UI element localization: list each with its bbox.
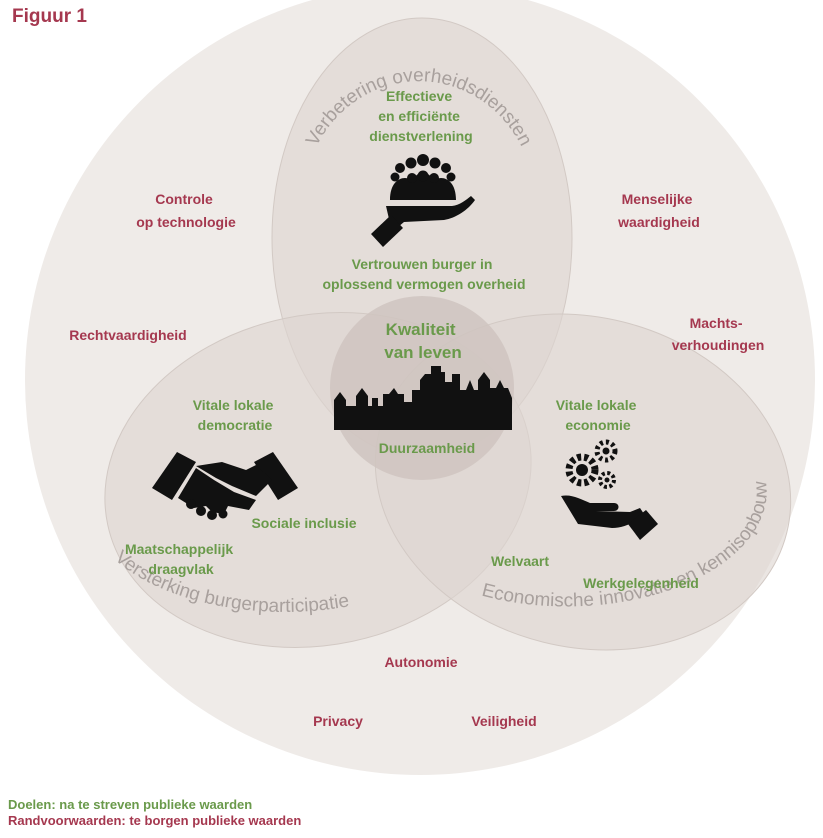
figure-title: Figuur 1 [12, 6, 87, 27]
legend-conditions: Randvoorwaarden: te borgen publieke waar… [8, 813, 302, 828]
city-skyline-icon [334, 366, 512, 430]
value-privacy: Privacy [313, 713, 363, 729]
value-machtsverhoudingen: Machts- verhoudingen [672, 315, 765, 353]
value-rechtvaardigheid: Rechtvaardigheid [69, 327, 186, 343]
goal-werkgelegenheid: Werkgelegenheid [583, 575, 699, 591]
legend: Doelen: na te streven publieke waarden R… [8, 797, 301, 829]
value-controle-op-technologie: Controle op technologie [136, 191, 236, 230]
people-on-hand-icon [371, 154, 475, 247]
value-veiligheid: Veiligheid [471, 713, 536, 729]
goal-welvaart: Welvaart [491, 553, 549, 569]
gears-on-hand-icon [561, 439, 658, 540]
center-duurzaamheid: Duurzaamheid [379, 440, 475, 456]
legend-goals: Doelen: na te streven publieke waarden [8, 797, 253, 812]
value-menselijke-waardigheid: Menselijke waardigheid [617, 191, 700, 230]
center-kwaliteit-van-leven: Kwaliteit van leven [384, 320, 462, 362]
goal-maatschappelijk-draagvlak: Maatschappelijk draagvlak [125, 541, 237, 577]
goal-vertrouwen-burger: Vertrouwen burger in oplossend vermogen … [322, 256, 525, 292]
value-autonomie: Autonomie [384, 654, 457, 670]
handshake-icon [152, 452, 298, 520]
goal-vitale-lokale-economie: Vitale lokale economie [556, 397, 641, 433]
goal-sociale-inclusie: Sociale inclusie [251, 515, 356, 531]
goal-effectieve-dienstverlening: Effectieve en efficiënte dienstverlening [369, 88, 472, 144]
goal-vitale-lokale-democratie: Vitale lokale democratie [193, 397, 278, 433]
